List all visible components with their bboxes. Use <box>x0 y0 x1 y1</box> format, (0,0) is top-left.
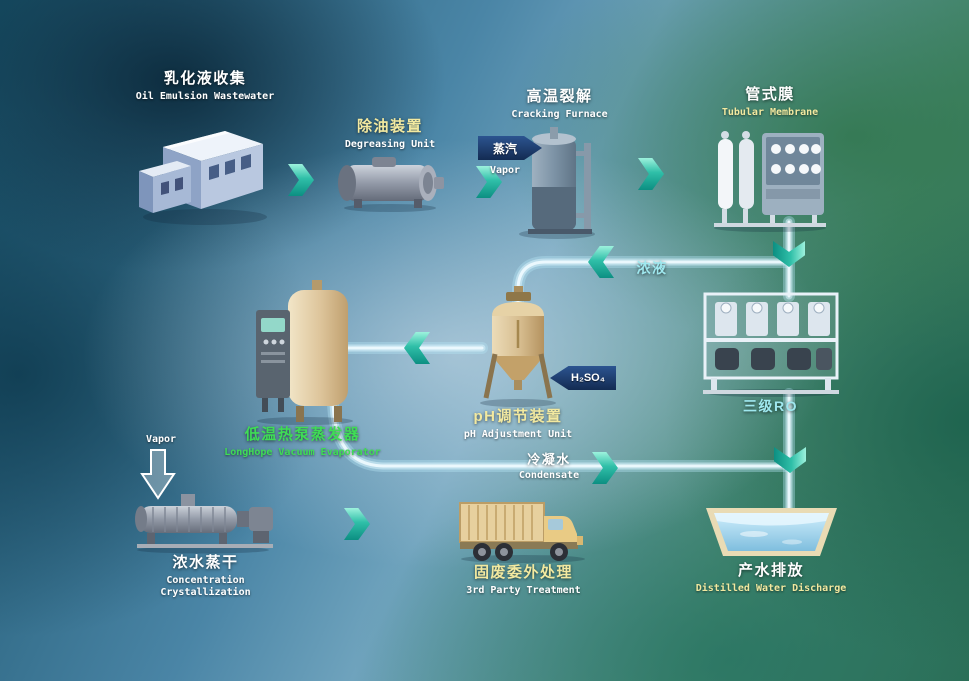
condensate-stream-label: 冷凝水 Condensate <box>508 452 590 482</box>
node-three-stage-ro: 三级RO <box>698 286 843 416</box>
vapor-stream-label-en: Vapor <box>489 165 521 176</box>
evaporator-label-zh: 低温热泵蒸发器 <box>244 426 361 443</box>
degreasing-label-en: Degreasing Unit <box>344 138 436 150</box>
vacuum-evaporator-icon <box>256 280 353 425</box>
node-vacuum-evaporator: 低温热泵蒸发器 LongHope Vacuum Evaporator <box>195 274 410 459</box>
ph-adjustment-icon <box>480 286 556 407</box>
pool-label-en: Distilled Water Discharge <box>695 582 847 594</box>
flow-chevron-furnace-to-membrane <box>638 158 664 190</box>
vapor-down-arrow-icon <box>140 449 176 500</box>
node-oil-emulsion-collection: 乳化液收集 Oil Emulsion Wastewater <box>105 70 305 227</box>
truck-icon <box>459 502 585 563</box>
flow-chevron-membrane-to-ro <box>773 241 805 267</box>
node-distilled-water-discharge: 产水排放 Distilled Water Discharge <box>666 500 876 595</box>
three-stage-ro-icon <box>702 292 839 397</box>
membrane-label-zh: 管式膜 <box>745 86 795 103</box>
furnace-label-en: Cracking Furnace <box>511 108 608 120</box>
node-cracking-furnace: 高温裂解 Cracking Furnace <box>492 88 627 240</box>
node-ph-adjustment-unit: pH调节装置 pH Adjustment Unit <box>448 282 588 441</box>
ph-label-zh: pH调节装置 <box>473 408 563 425</box>
degreasing-label-zh: 除油装置 <box>356 118 423 135</box>
node-third-party-treatment: 固废委外处理 3rd Party Treatment <box>446 494 601 597</box>
condensate-label-zh: 冷凝水 <box>527 452 571 467</box>
tubular-membrane-icon <box>714 130 826 232</box>
ph-label-en: pH Adjustment Unit <box>463 428 573 440</box>
membrane-label-en: Tubular Membrane <box>721 106 819 118</box>
node-degreasing-unit: 除油装置 Degreasing Unit <box>320 118 460 213</box>
flow-chevron-ro-to-pool <box>774 447 806 473</box>
flow-chevron-condensate <box>592 452 618 484</box>
truck-label-zh: 固废委外处理 <box>473 564 573 581</box>
crystallizer-label-zh: 浓水蒸干 <box>172 554 239 571</box>
flow-chevron-crystallizer-to-truck <box>344 508 370 540</box>
truck-label-en: 3rd Party Treatment <box>466 584 581 596</box>
vapor-to-crystallizer-label: Vapor <box>145 434 177 445</box>
flow-chevron-concentrate-to-ph <box>588 246 614 278</box>
concentrate-stream-label: 浓液 <box>636 260 668 276</box>
furnace-label-zh: 高温裂解 <box>526 88 593 105</box>
oil-emulsion-label-en: Oil Emulsion Wastewater <box>135 90 275 102</box>
node-concentration-crystallization: 浓水蒸干 Concentration Crystallization <box>128 488 283 599</box>
crystallizer-label-en: Concentration Crystallization <box>160 574 251 598</box>
ro-label-zh: 三级RO <box>743 398 798 414</box>
cracking-furnace-icon <box>519 126 595 239</box>
pool-label-zh: 产水排放 <box>737 562 804 579</box>
crystallizer-icon <box>135 494 273 554</box>
water-pool-icon <box>705 508 837 556</box>
factory-icon <box>138 130 267 225</box>
node-tubular-membrane: 管式膜 Tubular Membrane <box>690 86 850 233</box>
condensate-label-en: Condensate <box>518 470 580 482</box>
evaporator-label-en: LongHope Vacuum Evaporator <box>224 446 381 458</box>
oil-emulsion-label-zh: 乳化液收集 <box>163 70 247 87</box>
degreasing-unit-icon <box>338 156 444 212</box>
